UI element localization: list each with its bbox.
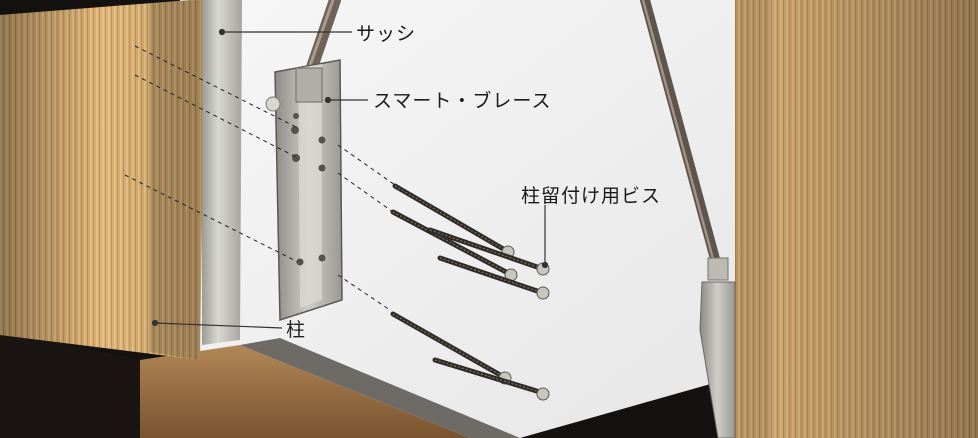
screw-4 — [437, 255, 550, 300]
brace-rod-right — [640, 0, 723, 275]
floor-shadow — [0, 330, 140, 438]
bracket-head — [295, 67, 323, 103]
floor-sill — [140, 345, 470, 438]
leader-lines — [151, 28, 549, 329]
label-pillar: 柱 — [286, 319, 307, 341]
alignment-lines — [124, 45, 396, 311]
rod-end-fitting — [707, 257, 729, 281]
screw-6 — [432, 357, 550, 401]
bracket-holes — [291, 113, 326, 266]
screw-2 — [390, 209, 518, 282]
sash-frame — [202, 0, 242, 345]
label-pillar-screw: 柱留付け用ビス — [521, 185, 662, 207]
bracket-pin — [265, 96, 281, 112]
label-smart-brace: スマート・ブレース — [373, 90, 552, 112]
sash-bottom-rail — [240, 338, 520, 438]
right-bracket — [699, 281, 736, 438]
label-sash: サッシ — [356, 23, 417, 45]
